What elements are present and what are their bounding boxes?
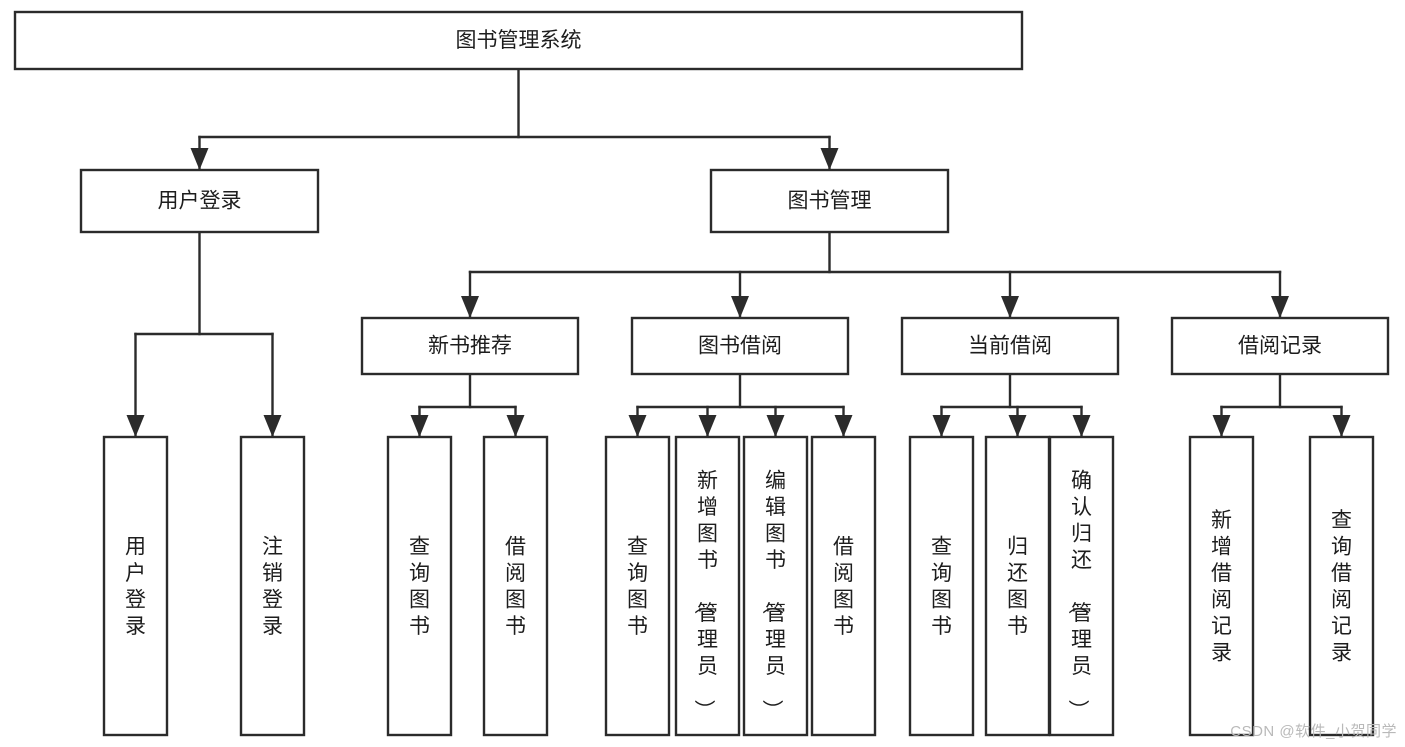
node-leaf-user-logout-box[interactable] xyxy=(239,435,306,737)
node-book-manage[interactable]: 图书管理 xyxy=(709,168,950,234)
node-leaf-add-book-admin-label: 新增图书（管理员） xyxy=(692,469,718,720)
node-leaf-query-book-1-box[interactable] xyxy=(386,435,453,737)
arrow-head-icon-leaf-query-book-1 xyxy=(410,415,429,437)
node-leaf-user-login[interactable]: 用户登录 xyxy=(102,435,169,737)
node-current-borrow-box[interactable] xyxy=(900,316,1120,376)
arrow-head-icon-leaf-borrow-book-1 xyxy=(506,415,525,437)
node-leaf-edit-book-admin-label: 编辑图书（管理员） xyxy=(760,469,786,720)
arrow-head-icon-leaf-return-book xyxy=(1008,415,1027,437)
node-leaf-query-book-2-box[interactable] xyxy=(604,435,671,737)
node-leaf-edit-book-admin[interactable]: 编辑图书（管理员） xyxy=(742,435,809,737)
node-leaf-query-book-2-label: 查询图书 xyxy=(627,536,648,639)
node-leaf-borrow-book-2-label: 借阅图书 xyxy=(833,536,854,639)
node-leaf-add-borrow-record[interactable]: 新增借阅记录 xyxy=(1188,435,1255,737)
arrow-head-icon-leaf-query-book-2 xyxy=(628,415,647,437)
node-leaf-return-book[interactable]: 归还图书 xyxy=(984,435,1051,737)
node-leaf-query-book-1-label: 查询图书 xyxy=(409,536,430,639)
arrow-head-icon-leaf-add-book-admin xyxy=(698,415,717,437)
node-leaf-query-book-3-box[interactable] xyxy=(908,435,975,737)
node-borrow-record-label: 借阅记录 xyxy=(1238,335,1322,358)
node-leaf-query-borrow-record[interactable]: 查询借阅记录 xyxy=(1308,435,1375,737)
node-book-borrow-box[interactable] xyxy=(630,316,850,376)
arrow-head-icon-leaf-user-logout xyxy=(263,415,282,437)
node-book-manage-label: 图书管理 xyxy=(788,190,872,213)
node-leaf-return-book-box[interactable] xyxy=(984,435,1051,737)
node-leaf-add-book-admin-box[interactable] xyxy=(674,435,741,737)
arrow-head-icon-leaf-confirm-return-admin xyxy=(1072,415,1091,437)
node-leaf-query-book-3[interactable]: 查询图书 xyxy=(908,435,975,737)
node-book-manage-box[interactable] xyxy=(709,168,950,234)
arrow-head-icon-leaf-query-book-3 xyxy=(932,415,951,437)
node-leaf-borrow-book-1-box[interactable] xyxy=(482,435,549,737)
arrow-head-icon-borrow-record xyxy=(1271,296,1289,318)
node-leaf-add-borrow-record-box[interactable] xyxy=(1188,435,1255,737)
node-leaf-edit-book-admin-box[interactable] xyxy=(742,435,809,737)
node-leaf-borrow-book-1[interactable]: 借阅图书 xyxy=(482,435,549,737)
node-leaf-confirm-return-admin[interactable]: 确认归还（管理员） xyxy=(1048,435,1115,737)
arrow-head-icon-book-borrow xyxy=(731,296,749,318)
arrow-head-icon-leaf-query-borrow-record xyxy=(1332,415,1351,437)
node-new-book-recommend-box[interactable] xyxy=(360,316,580,376)
node-leaf-query-book-1[interactable]: 查询图书 xyxy=(386,435,453,737)
node-new-book-recommend[interactable]: 新书推荐 xyxy=(360,316,580,376)
arrow-head-icon-leaf-edit-book-admin xyxy=(766,415,785,437)
node-current-borrow-label: 当前借阅 xyxy=(968,335,1052,358)
arrow-head-icon-leaf-add-borrow-record xyxy=(1212,415,1231,437)
node-root-system-box[interactable] xyxy=(13,10,1024,71)
node-user-login-label: 用户登录 xyxy=(158,190,242,213)
node-leaf-query-book-3-label: 查询图书 xyxy=(931,536,952,639)
node-leaf-add-book-admin[interactable]: 新增图书（管理员） xyxy=(674,435,741,737)
node-leaf-user-login-box[interactable] xyxy=(102,435,169,737)
node-leaf-query-book-2[interactable]: 查询图书 xyxy=(604,435,671,737)
node-leaf-borrow-book-1-label: 借阅图书 xyxy=(505,536,526,639)
node-root-system[interactable]: 图书管理系统 xyxy=(13,10,1024,71)
node-leaf-query-borrow-record-box[interactable] xyxy=(1308,435,1375,737)
node-leaf-borrow-book-2-box[interactable] xyxy=(810,435,877,737)
node-leaf-borrow-book-2[interactable]: 借阅图书 xyxy=(810,435,877,737)
node-book-borrow[interactable]: 图书借阅 xyxy=(630,316,850,376)
arrow-head-icon-user-login xyxy=(190,148,209,170)
arrow-head-icon-current-borrow xyxy=(1001,296,1019,318)
node-leaf-user-logout-label: 注销登录 xyxy=(262,536,283,639)
arrow-head-icon-book-manage xyxy=(820,148,839,170)
node-current-borrow[interactable]: 当前借阅 xyxy=(900,316,1120,376)
node-leaf-query-borrow-record-label: 查询借阅记录 xyxy=(1331,509,1352,665)
node-leaf-confirm-return-admin-label: 确认归还（管理员） xyxy=(1066,469,1092,720)
node-user-login-box[interactable] xyxy=(79,168,320,234)
node-borrow-record-box[interactable] xyxy=(1170,316,1390,376)
node-new-book-recommend-label: 新书推荐 xyxy=(428,335,512,358)
node-leaf-return-book-label: 归还图书 xyxy=(1007,536,1028,639)
arrow-head-icon-new-book-recommend xyxy=(461,296,479,318)
node-book-borrow-label: 图书借阅 xyxy=(698,335,782,358)
node-root-system-label: 图书管理系统 xyxy=(456,29,582,52)
arrow-head-icon-leaf-user-login xyxy=(126,415,145,437)
node-leaf-add-borrow-record-label: 新增借阅记录 xyxy=(1211,509,1232,665)
node-leaf-user-logout[interactable]: 注销登录 xyxy=(239,435,306,737)
node-borrow-record[interactable]: 借阅记录 xyxy=(1170,316,1390,376)
arrow-head-icon-leaf-borrow-book-2 xyxy=(834,415,853,437)
nodes-layer: 图书管理系统用户登录图书管理新书推荐图书借阅当前借阅借阅记录用户登录注销登录查询… xyxy=(13,10,1390,737)
connectors-layer xyxy=(134,67,1343,437)
node-leaf-confirm-return-admin-box[interactable] xyxy=(1048,435,1115,737)
node-user-login[interactable]: 用户登录 xyxy=(79,168,320,234)
node-leaf-user-login-label: 用户登录 xyxy=(125,536,146,639)
arrowheads-layer xyxy=(126,148,1351,437)
